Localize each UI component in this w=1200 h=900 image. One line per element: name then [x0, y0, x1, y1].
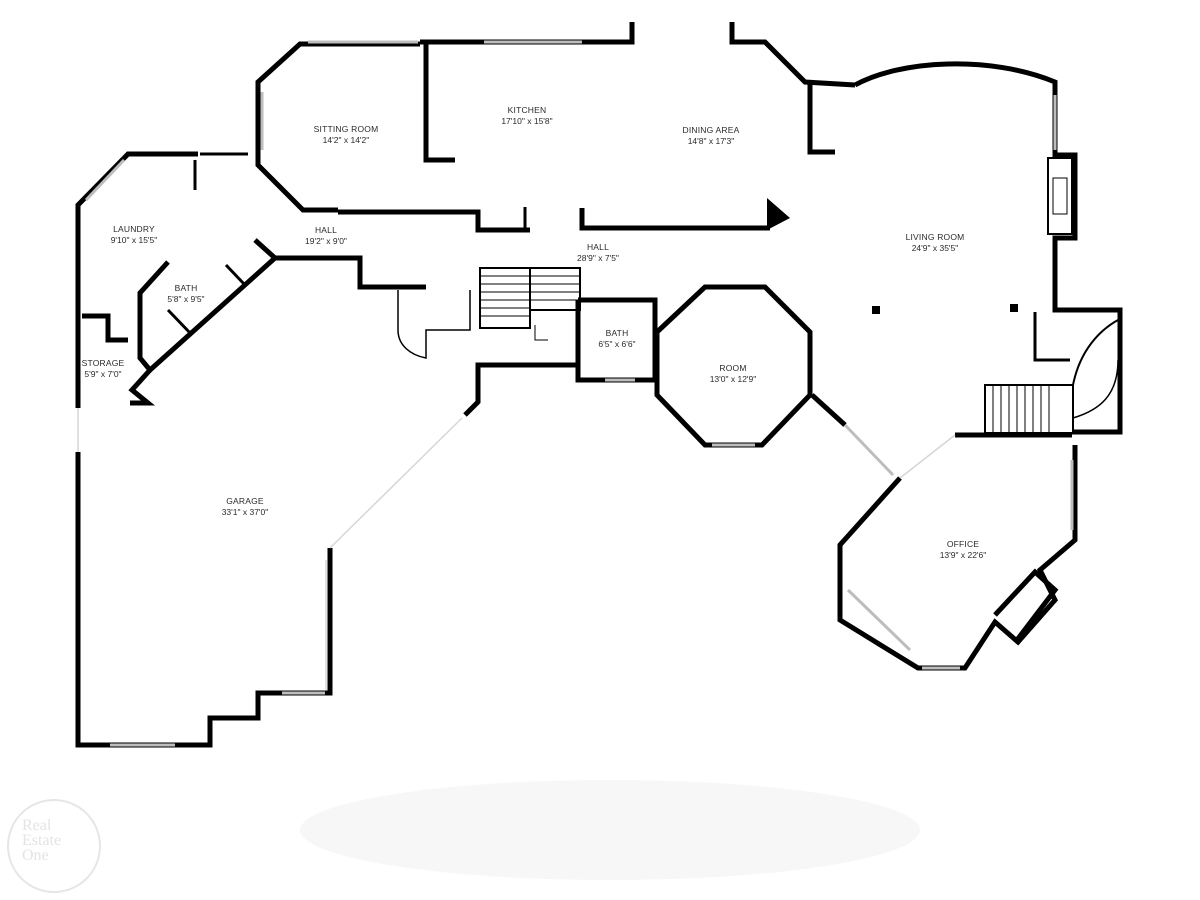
- room-dims: 33'1" x 37'0": [221, 507, 269, 517]
- garage-openings: [77, 408, 956, 690]
- room-name: BATH: [605, 328, 629, 338]
- room-name: OFFICE: [946, 539, 980, 549]
- interior-walls: [166, 152, 1070, 362]
- fireplace-living: [1047, 157, 1073, 235]
- room-label-sitting: SITTING ROOM 14'2" x 14'2": [314, 124, 379, 146]
- stairs-main: [479, 267, 581, 341]
- brand-logo-line3: One: [22, 847, 49, 864]
- room-dims: 13'9" x 22'6": [939, 550, 987, 560]
- room-name: HALL: [314, 225, 338, 235]
- room-label-office: OFFICE 13'9" x 22'6": [940, 539, 987, 561]
- room-dims: 17'10" x 15'8": [501, 116, 553, 126]
- brand-logo-ring: [7, 799, 101, 893]
- brand-logo-line2: Estate: [22, 832, 62, 849]
- room-name: BATH: [174, 283, 198, 293]
- room-name: GARAGE: [226, 496, 264, 506]
- room-label-bath-2: BATH 6'5" x 6'6": [598, 328, 635, 350]
- entry-step: [397, 290, 471, 359]
- room-name: LAUNDRY: [113, 224, 155, 234]
- stairs-living: [984, 319, 1119, 434]
- column: [1010, 304, 1018, 312]
- room-label-hall-1: HALL 19'2" x 9'0": [305, 225, 347, 247]
- room-name: ROOM: [719, 363, 747, 373]
- room-dims: 24'9" x 35'5": [911, 243, 959, 253]
- room-label-bath-1: BATH 5'8" x 9'5": [167, 283, 204, 305]
- room-name: KITCHEN: [507, 105, 547, 115]
- room-name: LIVING ROOM: [905, 232, 965, 242]
- room-label-room: ROOM 13'0" x 12'9": [710, 363, 757, 385]
- room-dims: 14'2" x 14'2": [322, 135, 370, 145]
- room-dims: 13'0" x 12'9": [709, 374, 757, 384]
- room-label-dining: DINING AREA 14'8" x 17'3": [683, 125, 740, 147]
- counter-end: [767, 198, 790, 230]
- room-label-laundry: LAUNDRY 9'10" x 15'5": [111, 224, 158, 246]
- room-label-living: LIVING ROOM 24'9" x 35'5": [906, 232, 965, 254]
- room-name: DINING AREA: [682, 125, 740, 135]
- brand-logo-line1: Real: [22, 817, 52, 834]
- room-dims: 9'10" x 15'5": [110, 235, 158, 245]
- column: [872, 306, 880, 314]
- room-dims: 19'2" x 9'0": [305, 236, 347, 246]
- room-name: SITTING ROOM: [313, 124, 379, 134]
- room-name: STORAGE: [81, 358, 125, 368]
- room-label-garage: GARAGE 33'1" x 37'0": [222, 496, 269, 518]
- room-dims: 5'9" x 7'0": [84, 369, 122, 379]
- room-dims: 14'8" x 17'3": [687, 136, 735, 146]
- brand-logo: Real Estate One: [22, 817, 92, 864]
- room-name: HALL: [586, 242, 610, 252]
- room-label-kitchen: KITCHEN 17'10" x 15'8": [501, 105, 552, 127]
- room-dims: 28'9" x 7'5": [577, 253, 619, 263]
- exterior-walls: [75, 22, 1123, 748]
- room-label-storage: STORAGE 5'9" x 7'0": [82, 358, 125, 380]
- room-label-hall-2: HALL 28'9" x 7'5": [577, 242, 619, 264]
- room-dims: 5'8" x 9'5": [167, 294, 205, 304]
- floor-shadow: [300, 780, 920, 880]
- room-dims: 6'5" x 6'6": [598, 339, 636, 349]
- windows: [84, 40, 1074, 747]
